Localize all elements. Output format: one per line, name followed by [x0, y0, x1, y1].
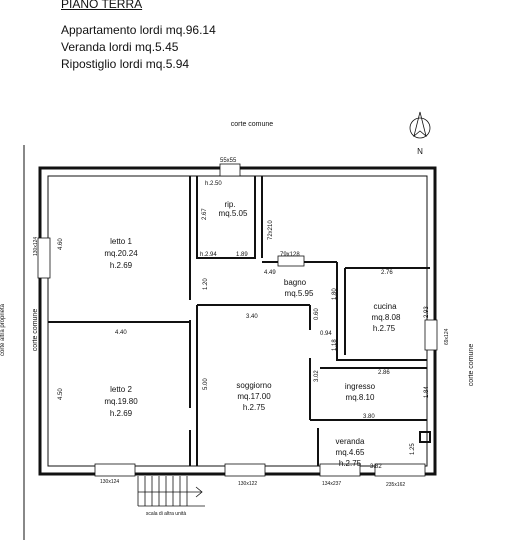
- room-bagno-area: mq.5.95: [285, 289, 314, 298]
- dim-ingresso-380: 3.80: [363, 414, 375, 420]
- room-bagno-name: bagno: [284, 278, 307, 287]
- dim-win-b3: 134x237: [322, 481, 341, 487]
- windows: [37, 163, 438, 477]
- dim-v-060: 0.60: [314, 308, 320, 320]
- dim-rip-h2: h.2.94: [200, 252, 217, 258]
- dimension-labels: h.2.50 55x55 2.67 72x210 h.2.94 1.89 79x…: [33, 158, 450, 488]
- dim-v-118: 1.18: [332, 339, 338, 351]
- dim-bagno-120: 1.20: [203, 278, 209, 290]
- dim-v-125: 1.25: [410, 443, 416, 455]
- dim-soggiorno-340: 3.40: [246, 314, 258, 320]
- room-letto2-height: h.2.69: [110, 409, 133, 418]
- room-cucina-height: h.2.75: [373, 324, 396, 333]
- dim-cucina-293: 2.93: [424, 306, 430, 318]
- dim-rip-door: 72x210: [268, 220, 274, 240]
- room-letto1-area: mq.20.24: [104, 249, 138, 258]
- room-letto2-name: letto 2: [110, 385, 132, 394]
- top-court-label: corte comune: [231, 121, 274, 128]
- room-ingresso-area: mq.8.10: [346, 393, 375, 402]
- summary-storage: Ripostiglio lordi mq.5.94: [61, 57, 190, 71]
- room-veranda-name: veranda: [336, 437, 365, 446]
- dim-v-500: 5.00: [203, 378, 209, 390]
- dim-win-79: 79x128: [280, 252, 300, 258]
- room-soggiorno-area: mq.17.00: [237, 392, 271, 401]
- right-court-label: corte comune: [468, 344, 475, 387]
- room-soggiorno-height: h.2.75: [243, 403, 266, 412]
- dim-left-460: 4.60: [58, 238, 64, 250]
- room-cucina-area: mq.8.08: [372, 313, 401, 322]
- dim-rip-w: 2.67: [202, 208, 208, 220]
- dim-rip-189: 1.89: [236, 252, 248, 258]
- dim-win-top: 55x55: [220, 158, 237, 164]
- dim-rip-h: h.2.50: [205, 181, 222, 187]
- dim-win-b4: 235x162: [386, 482, 405, 488]
- dim-bagno-180: 1.80: [332, 288, 338, 300]
- dim-win-right: 69x124: [444, 328, 450, 345]
- room-letto1-name: letto 1: [110, 237, 132, 246]
- left-court-label: corte comune: [32, 309, 39, 352]
- dim-win-b1: 130x124: [100, 479, 119, 485]
- stair-label: scala di altra unità: [146, 511, 187, 517]
- north-label: N: [417, 147, 423, 156]
- dim-cucina-276: 2.76: [381, 270, 393, 276]
- dim-bagno-449: 4.49: [264, 270, 276, 276]
- room-veranda-area: mq.4.65: [336, 448, 365, 457]
- dim-letto-440: 4.40: [115, 330, 127, 336]
- floor-title: PIANO TERRA: [61, 0, 143, 11]
- dim-v-450: 4.50: [58, 388, 64, 400]
- left-property-label: corte altra proprietà: [0, 303, 6, 356]
- north-arrow-icon: [409, 111, 431, 139]
- interior-walls: [48, 176, 431, 466]
- dim-veranda-382: 3.82: [370, 464, 382, 470]
- room-rip-area: mq.5.05: [219, 209, 248, 218]
- dim-v-302: 3.02: [314, 370, 320, 382]
- dim-v-184: 1.84: [424, 386, 430, 398]
- room-soggiorno-name: soggiorno: [236, 381, 272, 390]
- room-labels: letto 1 mq.20.24 h.2.69 letto 2 mq.19.80…: [104, 200, 401, 468]
- room-ingresso-name: ingresso: [345, 382, 376, 391]
- dim-ingresso-286: 2.86: [378, 370, 390, 376]
- dim-win-b2: 130x122: [238, 481, 257, 487]
- room-cucina-name: cucina: [373, 302, 397, 311]
- dim-v-094: 0.94: [320, 331, 332, 337]
- summary-apartment: Appartamento lordi mq.96.14: [61, 23, 216, 37]
- room-veranda-height: h.2.75: [339, 459, 362, 468]
- room-rip-name: rip.: [224, 200, 235, 209]
- room-letto1-height: h.2.69: [110, 261, 133, 270]
- stairs: [137, 476, 205, 507]
- summary-veranda: Veranda lordi mq.5.45: [61, 40, 179, 54]
- room-letto2-area: mq.19.80: [104, 397, 138, 406]
- dim-win-left: 130x124: [33, 237, 39, 256]
